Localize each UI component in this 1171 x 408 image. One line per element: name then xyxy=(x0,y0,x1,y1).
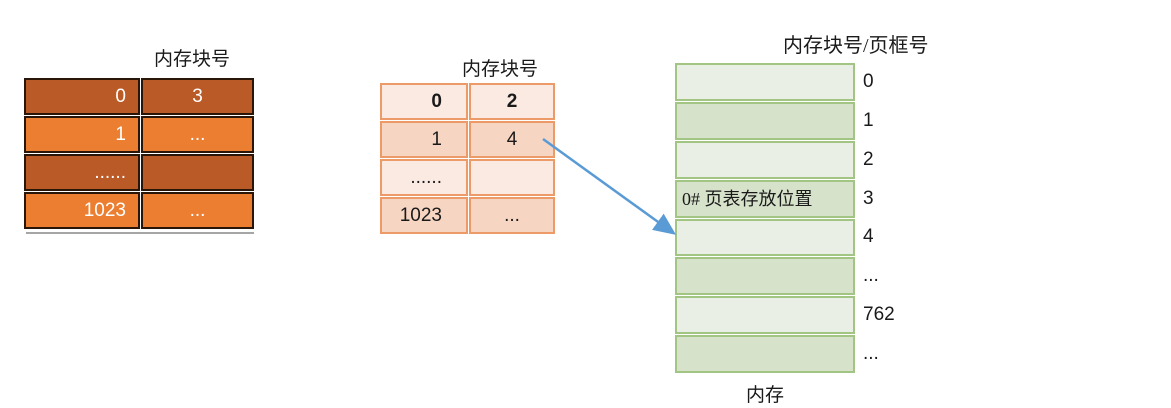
left-table-shadow-line xyxy=(26,232,254,234)
middle-table-cell: 2 xyxy=(469,83,555,120)
row-label: ... xyxy=(863,265,879,287)
left-table-cell: 0 xyxy=(24,78,140,115)
middle-page-table: 0 2 1 4 ...... 1023 ... xyxy=(380,83,555,234)
middle-table-cell: 1023 xyxy=(380,197,468,234)
memory-block-table: 0# 页表存放位置 xyxy=(675,63,855,373)
memory-row xyxy=(675,257,855,296)
left-table-cell: ...... xyxy=(24,154,140,191)
memory-table-header: 内存块号/页框号 xyxy=(783,35,929,57)
memory-row-labels: 0 1 2 3 4 ... 762 ... xyxy=(863,63,923,373)
row-label: 3 xyxy=(863,187,874,209)
row-label: 1 xyxy=(863,110,874,132)
middle-table-cell: ...... xyxy=(380,159,468,196)
middle-table-cell: 1 xyxy=(380,121,468,158)
memory-row-page-table-location: 0# 页表存放位置 xyxy=(675,179,855,218)
left-page-table: 0 3 1 ... ...... 1023 ... xyxy=(24,78,254,229)
row-label: ... xyxy=(863,342,879,364)
memory-row xyxy=(675,101,855,140)
left-table-cell: 3 xyxy=(141,78,254,115)
row-label: 0 xyxy=(863,71,874,93)
left-table-cell: 1023 xyxy=(24,192,140,229)
middle-table-cell: 4 xyxy=(469,121,555,158)
middle-table-cell xyxy=(469,159,555,196)
left-table-cell: ... xyxy=(141,116,254,153)
left-table-header: 内存块号 xyxy=(154,49,231,70)
left-table-cell xyxy=(141,154,254,191)
memory-row xyxy=(675,296,855,335)
memory-caption: 内存 xyxy=(745,385,784,406)
row-label: 762 xyxy=(863,303,895,325)
left-table-cell: 1 xyxy=(24,116,140,153)
row-label: 2 xyxy=(863,148,874,170)
memory-row xyxy=(675,140,855,179)
middle-table-header: 内存块号 xyxy=(462,59,539,80)
memory-row xyxy=(675,218,855,257)
row-label: 4 xyxy=(863,226,874,248)
memory-row xyxy=(675,335,855,373)
middle-table-cell: 0 xyxy=(380,83,468,120)
left-table-cell: ... xyxy=(141,192,254,229)
memory-row xyxy=(675,63,855,101)
middle-table-cell: ... xyxy=(469,197,555,234)
